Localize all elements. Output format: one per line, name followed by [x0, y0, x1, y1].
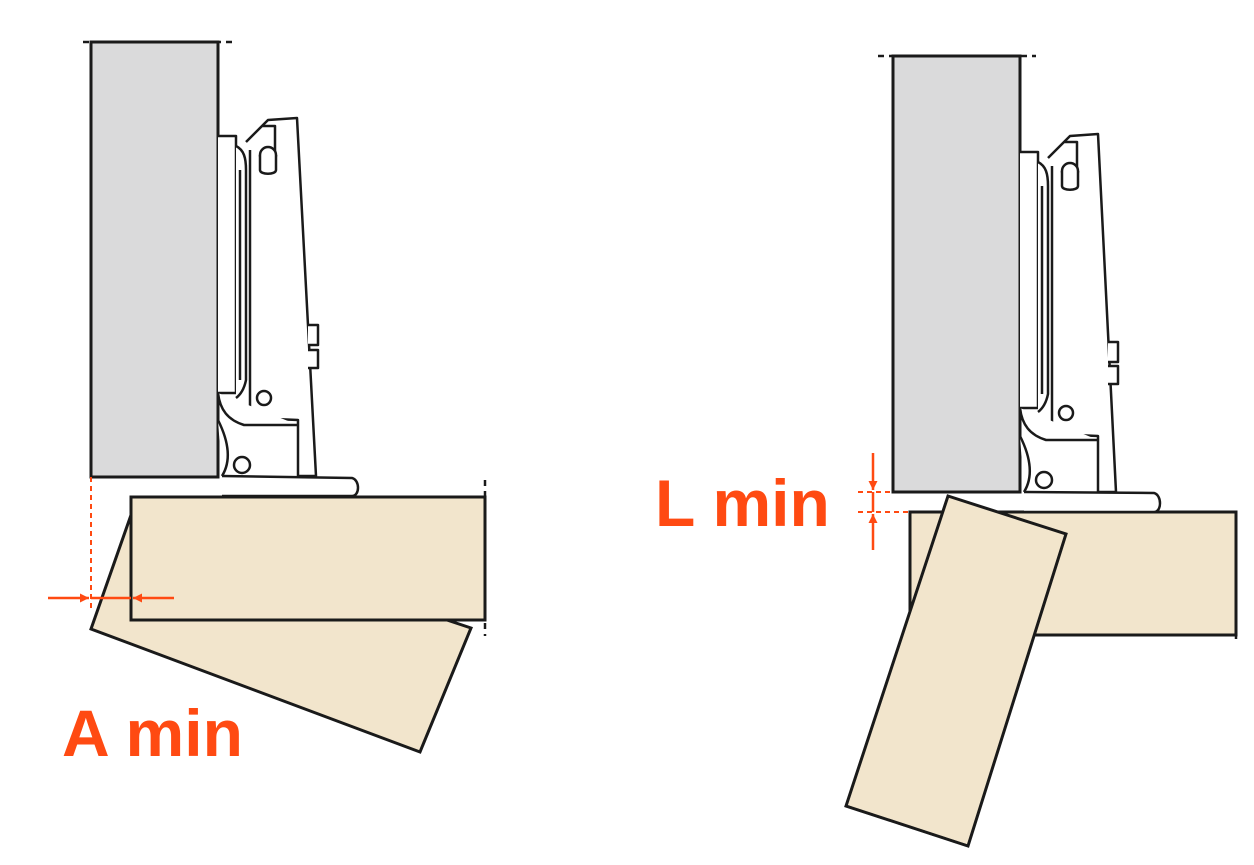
door-opened-right: [844, 494, 1068, 848]
door-rotated-end-dashed-left: [418, 627, 473, 753]
side-panel-right: [891, 54, 1022, 494]
a-min-label: A min: [62, 696, 243, 770]
hinge-left: [216, 116, 360, 498]
door-closed-left: [129, 495, 487, 622]
l-min-label: L min: [655, 466, 830, 540]
side-panel-left: [89, 40, 220, 479]
l-min-diagram: [844, 54, 1238, 848]
hinge-right: [1018, 132, 1162, 514]
a-min-diagram: [48, 40, 487, 754]
